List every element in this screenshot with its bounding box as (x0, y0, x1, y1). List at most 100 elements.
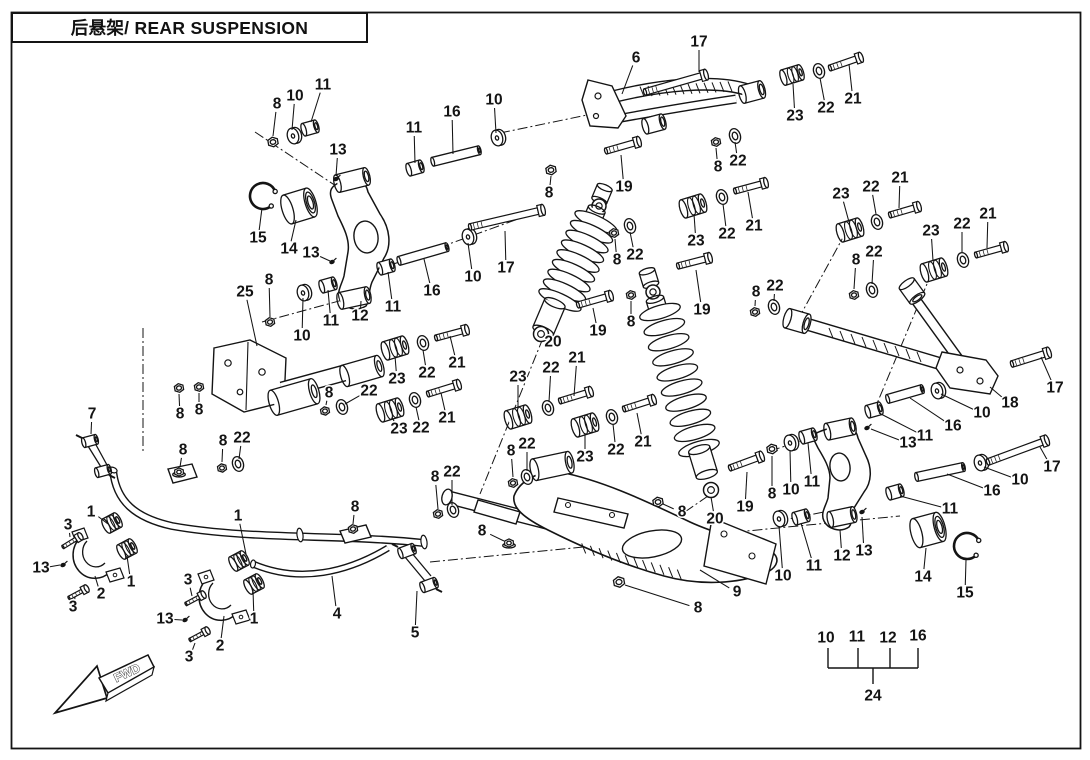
hex-nut (545, 164, 557, 176)
leader-line (870, 428, 900, 441)
callout-label: 3 (64, 517, 73, 534)
callout-label: 13 (855, 543, 873, 560)
flat-washer (767, 299, 781, 315)
disc-washer (296, 283, 313, 302)
spacer-tube (914, 461, 966, 483)
callout-label: 8 (768, 486, 777, 503)
callout-label: 23 (922, 223, 940, 240)
callout-label: 1 (250, 611, 259, 628)
callout-label: 5 (411, 625, 420, 642)
leader-line (504, 230, 507, 261)
callout-label: 14 (280, 241, 298, 258)
link-end (93, 463, 113, 479)
bolt-19 (727, 450, 766, 472)
callout-label: 4 (333, 606, 342, 623)
leader-line (178, 393, 181, 407)
stabilizer-bar (108, 463, 428, 550)
tube (109, 469, 425, 547)
hex-nut (264, 316, 276, 328)
leader-line (414, 590, 418, 626)
callout-label: 17 (1046, 380, 1063, 397)
callout-label: 8 (852, 252, 861, 269)
leader-line (94, 575, 99, 587)
hex-nut (608, 227, 620, 239)
callout-label: 23 (832, 186, 850, 203)
disc-washer (490, 128, 507, 147)
callout-label: 10 (293, 328, 310, 345)
callout-label: 12 (351, 308, 368, 325)
leader-line (325, 400, 328, 406)
flat-washer (812, 63, 826, 79)
bolt-17 (467, 203, 547, 231)
center-axis-line (499, 113, 593, 134)
leader-line (423, 258, 431, 284)
leader-line (413, 135, 416, 164)
hex-nut (432, 508, 444, 520)
stabilizer-link-left (75, 434, 116, 479)
callout-label: 22 (817, 100, 834, 117)
callout-label: 8 (694, 600, 703, 617)
hex-nut (612, 576, 626, 588)
callout-label: 12 (833, 548, 850, 565)
leader-line (940, 393, 975, 411)
rubber-bushing (678, 193, 708, 219)
bolt-19 (603, 135, 643, 155)
screw (61, 531, 84, 550)
flat-washer (416, 335, 430, 351)
leader-line (839, 529, 842, 549)
knuckle-boss (336, 286, 372, 310)
hex-nut (710, 136, 722, 148)
leader-line (819, 77, 825, 101)
leader-line (734, 141, 738, 154)
bar-bushing (116, 538, 138, 560)
tube (905, 288, 967, 368)
flange-nut (172, 467, 186, 478)
leader-line (246, 299, 258, 347)
leader-line (352, 514, 355, 525)
center-axis-line (479, 337, 544, 495)
flat-washer (541, 400, 555, 416)
disc-washer (772, 509, 789, 528)
leader-line (662, 503, 674, 510)
leader-line (394, 355, 397, 372)
leader-line (221, 448, 224, 463)
leader-line (699, 569, 730, 589)
leader-line (272, 111, 277, 137)
callout-label: 22 (542, 360, 559, 377)
leader-line (871, 259, 874, 285)
flat-washer (446, 502, 460, 518)
leader-line (1040, 356, 1052, 381)
callout-label: 24 (864, 688, 882, 705)
callout-label: 19 (589, 323, 607, 340)
arm-bushing-tube (641, 113, 667, 135)
flat-washer (728, 128, 742, 144)
leader-line (807, 442, 812, 475)
hex-nut (749, 306, 761, 318)
callout-label: 8 (195, 402, 204, 419)
hex-nut (625, 289, 637, 301)
stabilizer-link-right (391, 543, 443, 593)
leader-line (335, 157, 338, 177)
callout-label: 7 (88, 406, 97, 423)
callout-label: 8 (265, 272, 274, 289)
bolt-21 (827, 51, 865, 72)
callout-label: 3 (185, 649, 194, 666)
hex-nut (347, 523, 359, 535)
leader-line (291, 103, 295, 131)
callout-label: 2 (216, 638, 225, 655)
mount-eye (702, 481, 720, 499)
callout-label: 2 (97, 586, 106, 603)
leader-line (68, 532, 71, 538)
knuckle-right (813, 424, 871, 531)
callout-label: 11 (315, 77, 332, 94)
pivot-bushing (405, 159, 425, 177)
callout-label: 19 (615, 179, 633, 196)
leader-line (415, 406, 420, 421)
callout-label: 3 (69, 599, 78, 616)
bolt-21 (433, 323, 471, 342)
circlip (952, 531, 982, 561)
callout-label: 12 (879, 630, 896, 647)
leader-line (179, 457, 182, 468)
callout-label: 10 (774, 568, 791, 585)
callout-label: 22 (607, 442, 624, 459)
